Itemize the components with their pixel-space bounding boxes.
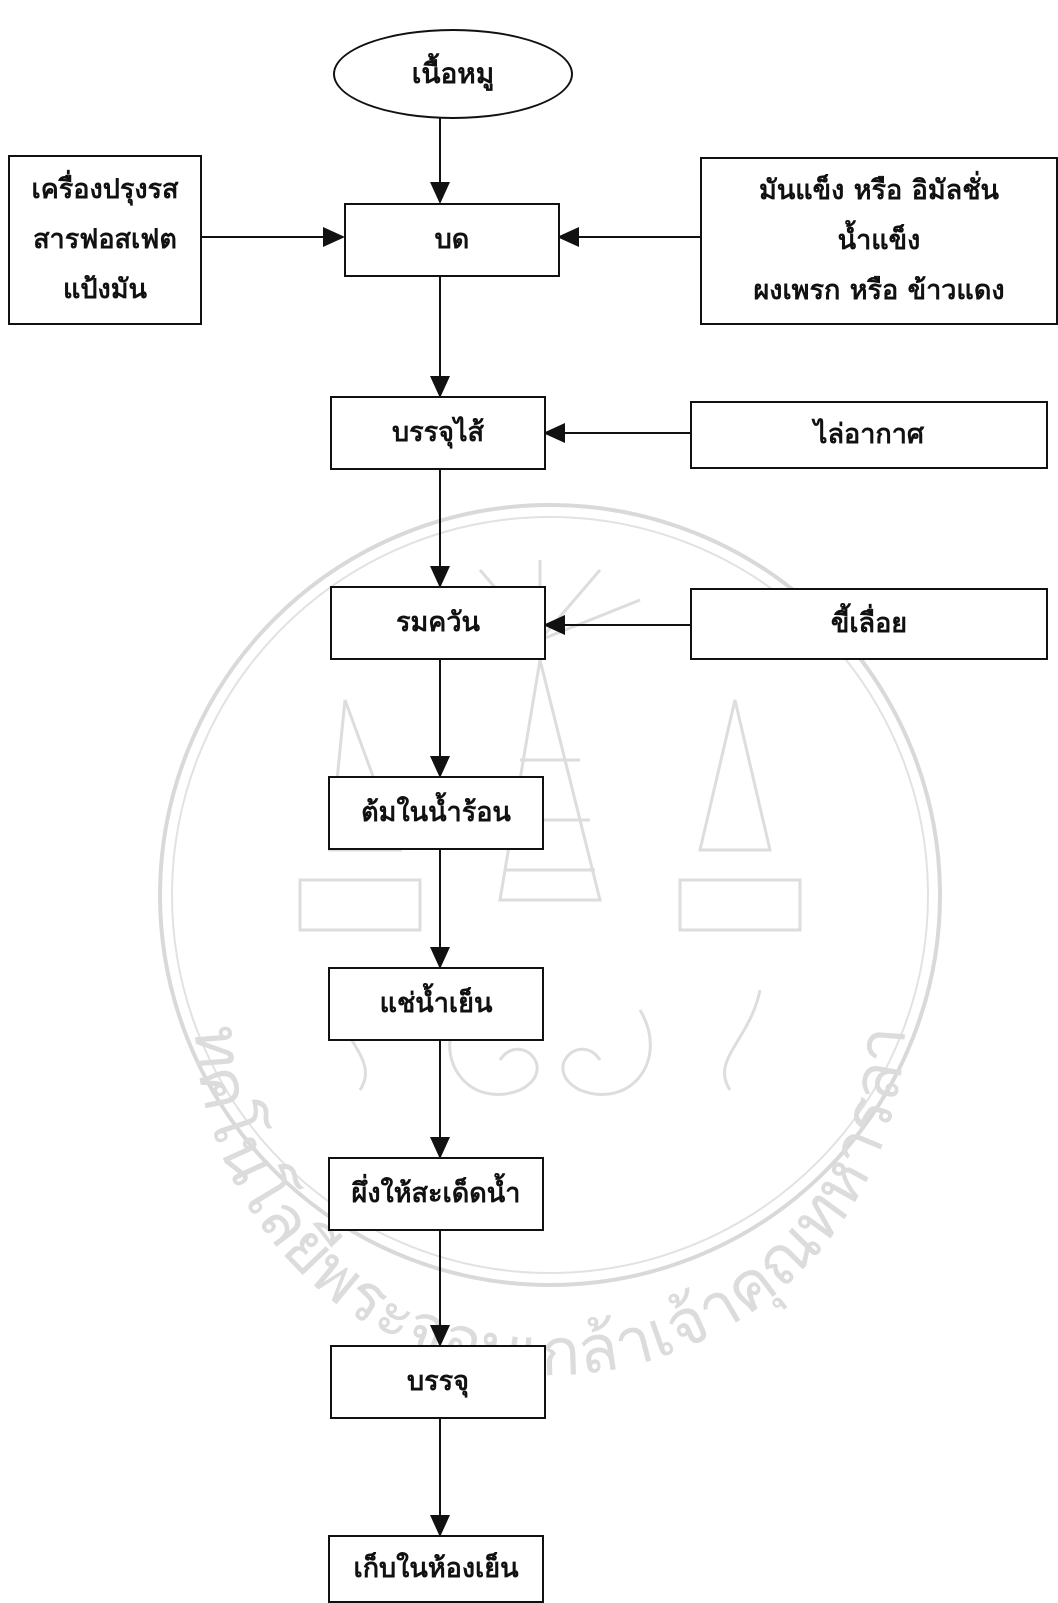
step-smoking: รมควัน: [330, 586, 546, 660]
step-boil: ต้มในน้ำร้อน: [328, 776, 544, 850]
step-pack: บรรจุ: [330, 1345, 546, 1419]
step-stuffing: บรรจุไส้: [330, 396, 546, 470]
input-right-line-2: น้ำแข็ง: [837, 225, 921, 256]
step-cold-storage-label: เก็บในห้องเย็น: [353, 1553, 519, 1584]
side-input-sawdust-label: ขี้เลื่อย: [830, 608, 908, 639]
step-cold-storage: เก็บในห้องเย็น: [328, 1535, 544, 1603]
input-box-left: เครื่องปรุงรส สารฟอสเฟต แป้งมัน: [8, 155, 202, 325]
input-right-line-3: ผงเพรก หรือ ข้าวแดง: [753, 275, 1005, 306]
step-smoking-label: รมควัน: [396, 607, 480, 638]
step-grind-label: บด: [434, 224, 470, 255]
input-box-right: มันแข็ง หรือ อิมัลชั่น น้ำแข็ง ผงเพรก หร…: [700, 157, 1058, 325]
input-left-line-2: สารฟอสเฟต: [33, 224, 177, 255]
step-grind: บด: [344, 203, 560, 277]
side-input-deaerate-label: ไล่อากาศ: [813, 419, 925, 450]
step-boil-label: ต้มในน้ำร้อน: [361, 797, 511, 828]
step-chill: แช่น้ำเย็น: [328, 967, 544, 1041]
step-chill-label: แช่น้ำเย็น: [379, 988, 493, 1019]
step-drain-label: ผึ่งให้สะเด็ดน้ำ: [351, 1178, 521, 1209]
start-label: เนื้อหมู: [411, 57, 495, 90]
step-stuffing-label: บรรจุไส้: [391, 417, 485, 448]
side-input-sawdust: ขี้เลื่อย: [690, 588, 1048, 660]
start-node-pork: เนื้อหมู: [333, 29, 573, 119]
side-input-deaerate: ไล่อากาศ: [690, 401, 1048, 469]
input-left-line-3: แป้งมัน: [63, 274, 147, 305]
step-drain: ผึ่งให้สะเด็ดน้ำ: [328, 1157, 544, 1231]
input-left-line-1: เครื่องปรุงรส: [31, 174, 179, 205]
input-right-line-1: มันแข็ง หรือ อิมัลชั่น: [759, 175, 999, 206]
step-pack-label: บรรจุ: [407, 1366, 469, 1397]
